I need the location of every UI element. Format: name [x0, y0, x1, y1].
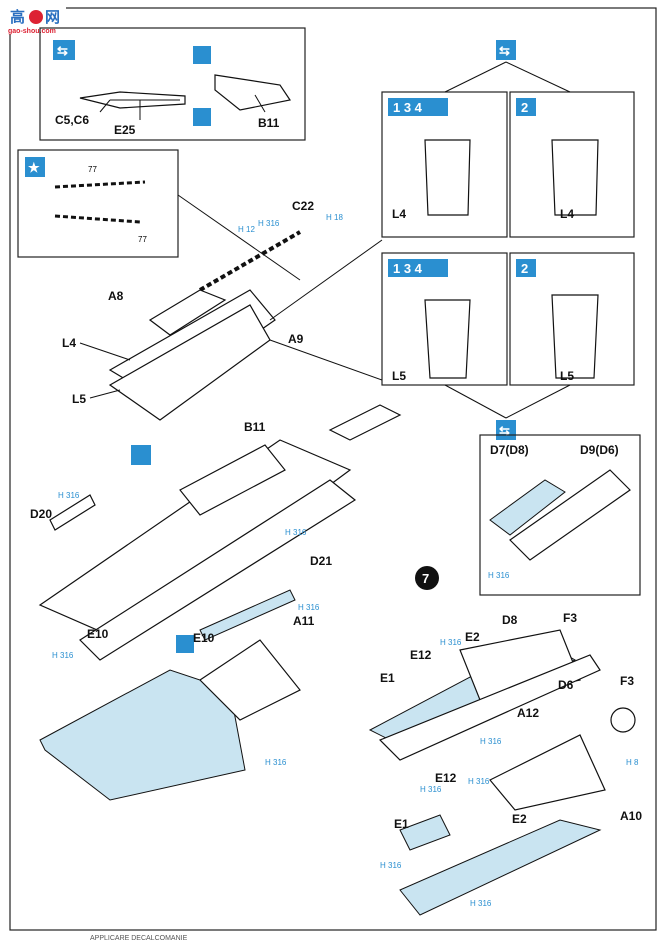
- footer-legend: APPLICARE DECALCOMANIE: [90, 935, 188, 942]
- svg-text:D9(D6): D9(D6): [580, 443, 619, 457]
- svg-text:L4: L4: [392, 207, 406, 221]
- label-c5-c6: C5,C6: [55, 113, 89, 127]
- glue-icon: [193, 46, 211, 64]
- svg-text:F3: F3: [620, 674, 634, 688]
- glue-icon: [131, 445, 151, 465]
- svg-text:D21: D21: [310, 554, 332, 568]
- svg-text:E2: E2: [512, 812, 527, 826]
- flip-arrows-icon: [496, 40, 516, 60]
- svg-text:B11: B11: [244, 420, 266, 434]
- svg-text:7: 7: [422, 571, 429, 586]
- svg-text:H 316: H 316: [488, 571, 510, 580]
- svg-text:D8: D8: [502, 613, 518, 627]
- svg-text:A9: A9: [288, 332, 304, 346]
- svg-text:H 316: H 316: [265, 758, 287, 767]
- glue-icon: [193, 108, 211, 126]
- svg-text:L5: L5: [560, 369, 574, 383]
- exhaust-nozzle: [610, 707, 636, 733]
- svg-text:H 8: H 8: [626, 758, 639, 767]
- flip-arrows-icon: [53, 40, 75, 60]
- svg-text:E1: E1: [394, 817, 409, 831]
- svg-text:D6: D6: [558, 678, 574, 692]
- glue-icon: [176, 635, 194, 653]
- watermark-logo: 高 网 gao-shou.com: [6, 6, 66, 35]
- svg-text:H 316: H 316: [440, 638, 462, 647]
- variant-panels: ⇆ ⇆ 1 3 4 L4 2 L4 1 3 4 L5 2 L5: [381, 40, 635, 440]
- svg-text:L4: L4: [62, 336, 76, 350]
- svg-text:D7(D8): D7(D8): [490, 443, 529, 457]
- fuselage-assembly: B11 D20 H 316 H 316 D21 H 316: [30, 404, 402, 661]
- svg-text:E2: E2: [465, 630, 480, 644]
- svg-text:高: 高: [10, 8, 25, 26]
- svg-text:77: 77: [138, 235, 147, 244]
- svg-text:H 316: H 316: [285, 528, 307, 537]
- svg-text:E12: E12: [435, 771, 457, 785]
- svg-text:F3: F3: [563, 611, 577, 625]
- svg-text:⇆: ⇆: [499, 423, 510, 438]
- svg-text:H 316: H 316: [298, 603, 320, 612]
- engine-lower-assembly: E12 H 316 H 316 E1 E2 A10 H 316 H 316: [380, 734, 642, 916]
- svg-text:H 316: H 316: [468, 777, 490, 786]
- svg-text:H 316: H 316: [52, 651, 74, 660]
- svg-text:A12: A12: [517, 706, 539, 720]
- svg-text:C22: C22: [292, 199, 314, 213]
- svg-text:gao-shou.com: gao-shou.com: [8, 28, 56, 35]
- svg-text:A11: A11: [293, 614, 315, 628]
- svg-text:1 3 4: 1 3 4: [393, 100, 423, 115]
- lower-wing-assembly: E10 E10 A11 H 316 H 316: [39, 614, 315, 801]
- intake-detail-box: D7(D8) D9(D6) H 316: [479, 434, 641, 596]
- svg-text:H 316: H 316: [470, 899, 492, 908]
- svg-text:E12: E12: [410, 648, 432, 662]
- svg-text:H 316: H 316: [480, 737, 502, 746]
- svg-text:H 316: H 316: [258, 219, 280, 228]
- svg-text:H 12: H 12: [238, 225, 255, 234]
- svg-text:L5: L5: [392, 369, 406, 383]
- svg-text:1 3 4: 1 3 4: [393, 261, 423, 276]
- svg-text:77: 77: [88, 165, 97, 174]
- svg-text:H 18: H 18: [326, 213, 343, 222]
- label-b11-inset: B11: [258, 116, 280, 130]
- svg-text:A8: A8: [108, 289, 124, 303]
- svg-text:⇆: ⇆: [499, 43, 510, 58]
- svg-text:H 316: H 316: [58, 491, 80, 500]
- step-number: 7: [415, 566, 439, 590]
- page-frame: [9, 7, 657, 931]
- svg-text:★: ★: [28, 160, 40, 175]
- svg-text:A10: A10: [620, 809, 642, 823]
- svg-text:2: 2: [521, 261, 528, 276]
- svg-text:⇆: ⇆: [57, 43, 68, 58]
- engine-upper-assembly: D8 F3 E2 E12 E1 D6 A12 H 316 H 316 F3 H …: [368, 611, 639, 767]
- cockpit-assembly: C22 H 12 H 316 H 18 A8 A9 L4 L5: [62, 199, 383, 421]
- inset-missile-rack: ⇆ C5,C6 E25 B11: [39, 27, 306, 141]
- svg-text:E10: E10: [193, 631, 215, 645]
- svg-text:H 316: H 316: [420, 785, 442, 794]
- label-e25: E25: [114, 123, 136, 137]
- svg-text:2: 2: [521, 100, 528, 115]
- star-icon: [25, 157, 45, 177]
- svg-text:L5: L5: [72, 392, 86, 406]
- svg-text:L4: L4: [560, 207, 574, 221]
- svg-text:H 316: H 316: [380, 861, 402, 870]
- inset-star-detail: ★ 77 77: [17, 149, 301, 281]
- svg-text:D20: D20: [30, 507, 52, 521]
- svg-text:网: 网: [45, 8, 60, 26]
- svg-text:E1: E1: [380, 671, 395, 685]
- svg-text:E10: E10: [87, 627, 109, 641]
